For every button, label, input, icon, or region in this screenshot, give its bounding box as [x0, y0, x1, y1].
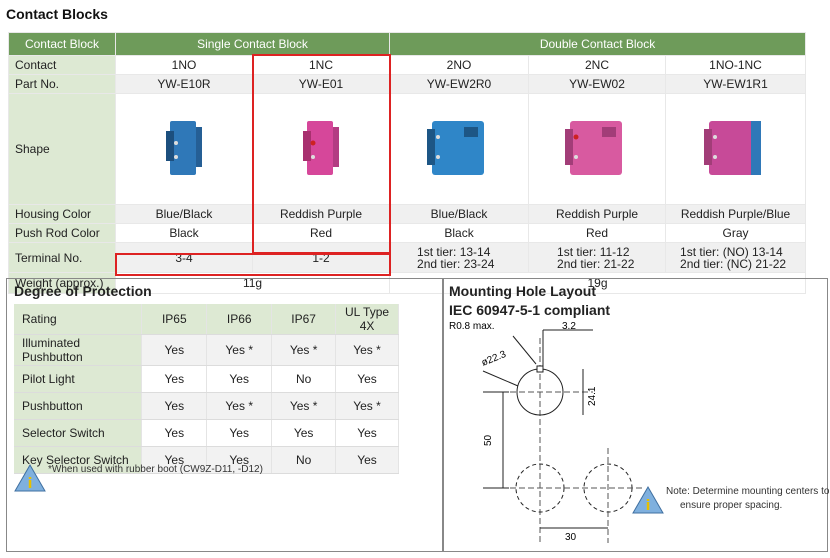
housing-cell: Blue/Black — [115, 204, 253, 224]
row-label-part: Part No. — [8, 74, 116, 94]
mounting-note-2: ensure proper spacing. — [680, 500, 783, 511]
protection-table: Rating IP65 IP66 IP67 UL Type 4X Illumin… — [14, 304, 399, 474]
mounting-title: Mounting Hole Layout — [449, 283, 596, 299]
protection-header: IP65 — [141, 304, 208, 335]
mounting-note-1: Note: Determine mounting centers to — [666, 486, 830, 497]
header-contact-block: Contact Block — [8, 32, 116, 56]
contact-block-image — [703, 120, 761, 175]
part-cell: YW-E01 — [251, 74, 391, 94]
protection-title: Degree of Protection — [14, 283, 152, 299]
pushrod-cell: Red — [251, 223, 391, 243]
info-icon: i — [632, 486, 664, 514]
mounting-panel — [442, 278, 828, 552]
contact-cell: 1NC — [251, 55, 391, 75]
pushrod-cell: Gray — [665, 223, 807, 243]
weight-single: 11g — [114, 272, 391, 294]
table-row: Illuminated Pushbutton Yes Yes * Yes * Y… — [14, 334, 399, 366]
contact-block-image — [427, 120, 485, 175]
terminal-cell: 3-4 — [115, 242, 253, 273]
row-label-contact: Contact — [8, 55, 116, 75]
pushrod-cell: Black — [389, 223, 530, 243]
row-label-shape: Shape — [8, 93, 116, 205]
part-cell: YW-E10R — [115, 74, 253, 94]
h-spacing-label: 30 — [565, 532, 577, 543]
contact-block-image — [303, 120, 339, 175]
width-label: 3.2 — [562, 321, 576, 332]
contact-cell: 1NO-1NC — [665, 55, 807, 75]
protection-header: IP66 — [206, 304, 273, 335]
header-double: Double Contact Block — [389, 32, 807, 56]
svg-text:i: i — [646, 498, 651, 514]
diameter-label: ø22.3 — [480, 349, 508, 369]
contact-cell: 2NC — [528, 55, 667, 75]
contact-cell: 1NO — [115, 55, 253, 75]
svg-text:i: i — [28, 476, 33, 492]
mounting-subtitle: IEC 60947-5-1 compliant — [449, 302, 611, 318]
housing-cell: Reddish Purple/Blue — [665, 204, 807, 224]
table-row: Pushbutton Yes Yes * Yes * Yes * — [14, 392, 399, 420]
housing-cell: Reddish Purple — [528, 204, 667, 224]
row-label-weight: Weight (approx.) — [8, 272, 116, 294]
table-row: Selector Switch Yes Yes Yes Yes — [14, 419, 399, 447]
terminal-cell: 1-2 — [251, 242, 391, 273]
part-cell: YW-EW1R1 — [665, 74, 807, 94]
contact-cell: 2NO — [389, 55, 530, 75]
housing-cell: Reddish Purple — [251, 204, 391, 224]
weight-double: 19g — [389, 272, 807, 294]
protection-header: UL Type 4X — [335, 304, 399, 335]
pushrod-cell: Black — [115, 223, 253, 243]
contact-block-image — [166, 120, 202, 175]
r-label: R0.8 max. — [449, 321, 495, 332]
protection-header: IP67 — [271, 304, 337, 335]
row-label-terminal: Terminal No. — [8, 242, 116, 273]
protection-panel — [6, 278, 444, 552]
part-cell: YW-EW2R0 — [389, 74, 530, 94]
table-row: Pilot Light Yes Yes No Yes — [14, 365, 399, 393]
row-label-housing: Housing Color — [8, 204, 116, 224]
v-spacing-label: 50 — [483, 434, 494, 446]
pushrod-cell: Red — [528, 223, 667, 243]
protection-note: *When used with rubber boot (CW9Z-D11, -… — [48, 464, 263, 475]
row-label-pushrod: Push Rod Color — [8, 223, 116, 243]
housing-cell: Blue/Black — [389, 204, 530, 224]
protection-header: Rating — [14, 304, 143, 335]
info-icon: i — [14, 464, 46, 492]
mounting-drawing: R0.8 max. 3.2 ø22.3 24.1 50 30 — [449, 321, 643, 543]
page-title: Contact Blocks — [6, 6, 108, 22]
table-row: Key Selector Switch Yes Yes No Yes — [14, 446, 399, 474]
part-cell: YW-EW02 — [528, 74, 667, 94]
contact-block-table: Contact Block Single Contact Block Doubl… — [8, 32, 807, 294]
contact-block-image — [565, 120, 623, 175]
height-label: 24.1 — [587, 386, 598, 406]
header-single: Single Contact Block — [114, 32, 391, 56]
